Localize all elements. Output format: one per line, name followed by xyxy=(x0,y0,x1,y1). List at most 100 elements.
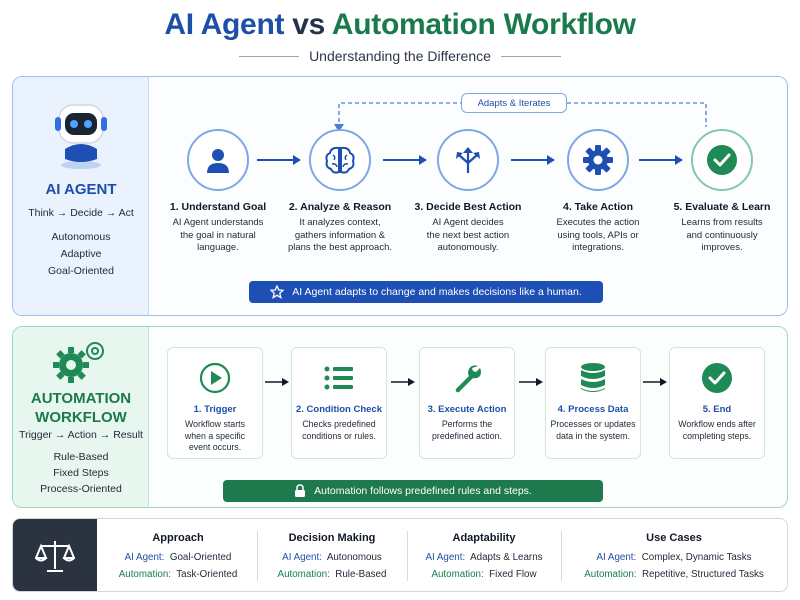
user-icon xyxy=(207,149,229,173)
star-icon xyxy=(270,285,285,299)
check-icon xyxy=(707,145,737,175)
adapts-iterates-label: Adapts & Iterates xyxy=(461,93,567,113)
auto-arrow-2 xyxy=(391,378,415,386)
auto-step-4-title: 4. Process Data xyxy=(557,404,629,415)
title-ai-agent: AI Agent xyxy=(164,8,285,41)
ai-arrow-3 xyxy=(511,155,555,165)
auto-arrow-4 xyxy=(643,378,667,386)
compare-auto-row: Automation: Rule-Based xyxy=(277,569,387,580)
compare-col-adaptability: Adaptability AI Agent: Adapts & Learns A… xyxy=(409,519,559,591)
auto-step-1-title: 1. Trigger xyxy=(193,404,237,415)
auto-trait-process-oriented: Process-Oriented xyxy=(40,483,122,495)
list-icon xyxy=(324,366,353,390)
ai-step-4-circle xyxy=(567,129,629,191)
auto-step-5-title: 5. End xyxy=(702,404,732,415)
robot-icon xyxy=(55,104,107,169)
compare-col-decision-making: Decision Making AI Agent: Autonomous Aut… xyxy=(259,519,405,591)
automation-banner-text: Automation follows predefined rules and … xyxy=(314,485,532,497)
subtitle-row: Understanding the Difference xyxy=(0,48,800,64)
auto-arrow-3 xyxy=(519,378,543,386)
ai-step-5-circle xyxy=(691,129,753,191)
compare-divider xyxy=(407,531,408,581)
compare-icon-box xyxy=(13,519,97,591)
auto-trait-fixed-steps: Fixed Steps xyxy=(53,467,109,479)
ai-step-1-title: 1. Understand Goal xyxy=(169,201,267,213)
automation-banner: Automation follows predefined rules and … xyxy=(223,480,603,502)
compare-auto-row: Automation: Task-Oriented xyxy=(118,569,238,580)
play-icon xyxy=(199,362,231,394)
compare-col-use-cases: Use Cases AI Agent: Complex, Dynamic Tas… xyxy=(563,519,785,591)
ai-step-3-circle xyxy=(437,129,499,191)
automation-panel: AUTOMATION WORKFLOW Trigger → Action → R… xyxy=(12,326,788,508)
ai-step-5-title: 5. Evaluate & Learn xyxy=(673,201,771,213)
compare-ai-row: AI Agent: Adapts & Learns xyxy=(425,552,543,563)
scales-icon xyxy=(35,541,75,572)
ai-step-2-title: 2. Analyze & Reason xyxy=(288,201,392,213)
compare-col-title: Decision Making xyxy=(288,532,376,544)
compare-col-title: Use Cases xyxy=(646,532,702,544)
compare-divider xyxy=(561,531,562,581)
branch-arrows-icon xyxy=(456,147,480,173)
ai-agent-flow: Think → Decide → Act xyxy=(28,207,134,219)
auto-step-2-title: 2. Condition Check xyxy=(295,404,383,415)
auto-step-3-title: 3. Execute Action xyxy=(427,404,507,415)
comparison-strip: Approach AI Agent: Goal-Oriented Automat… xyxy=(12,518,788,592)
ai-trait-adaptive: Adaptive xyxy=(60,248,102,260)
compare-col-title: Approach xyxy=(152,532,204,544)
compare-ai-row: AI Agent: Complex, Dynamic Tasks xyxy=(596,552,752,563)
page-subtitle: Understanding the Difference xyxy=(309,48,491,64)
subtitle-divider-left xyxy=(239,55,300,57)
gears-icon xyxy=(53,342,104,383)
auto-arrow-1 xyxy=(265,378,289,386)
ai-step-2-circle xyxy=(309,129,371,191)
auto-trait-rule-based: Rule-Based xyxy=(53,451,109,463)
automation-flow: Trigger → Action → Result xyxy=(19,429,143,441)
lock-icon xyxy=(295,484,306,497)
ai-step-1-circle xyxy=(187,129,249,191)
compare-col-approach: Approach AI Agent: Goal-Oriented Automat… xyxy=(101,519,255,591)
ai-arrow-4 xyxy=(639,155,683,165)
title-vs: vs xyxy=(292,8,325,41)
ai-agent-banner-text: AI Agent adapts to change and makes deci… xyxy=(292,286,582,298)
database-icon xyxy=(581,363,605,392)
ai-trait-autonomous: Autonomous xyxy=(51,231,111,243)
ai-agent-banner: AI Agent adapts to change and makes deci… xyxy=(249,281,603,303)
ai-agent-title: AI AGENT xyxy=(45,181,117,198)
brain-icon xyxy=(325,146,355,174)
page-title: AI Agent vs Automation Workflow xyxy=(0,8,800,42)
title-automation-workflow: Automation Workflow xyxy=(331,8,636,41)
compare-auto-row: Automation: Fixed Flow xyxy=(431,569,537,580)
compare-col-title: Adaptability xyxy=(452,532,516,544)
ai-agent-panel: AI AGENT Think → Decide → Act Autonomous… xyxy=(12,76,788,316)
ai-trait-goal-oriented: Goal-Oriented xyxy=(48,265,114,277)
compare-divider xyxy=(257,531,258,581)
automation-sidebar: AUTOMATION WORKFLOW Trigger → Action → R… xyxy=(13,327,149,507)
compare-ai-row: AI Agent: Autonomous xyxy=(282,552,382,563)
subtitle-divider-right xyxy=(500,55,561,57)
check-icon xyxy=(702,363,732,393)
compare-auto-row: Automation: Repetitive, Structured Tasks xyxy=(584,569,764,580)
ai-arrow-2 xyxy=(383,155,427,165)
compare-ai-row: AI Agent: Goal-Oriented xyxy=(124,552,232,563)
adapts-iterates-loop xyxy=(334,102,707,132)
automation-title: AUTOMATION WORKFLOW xyxy=(30,390,132,426)
wrench-icon xyxy=(455,365,481,393)
ai-agent-sidebar: AI AGENT Think → Decide → Act Autonomous… xyxy=(13,77,149,315)
ai-step-2-desc: It analyzes context,gathers information … xyxy=(287,217,393,253)
ai-arrow-1 xyxy=(257,155,301,165)
ai-step-3-title: 3. Decide Best Action xyxy=(414,201,522,213)
